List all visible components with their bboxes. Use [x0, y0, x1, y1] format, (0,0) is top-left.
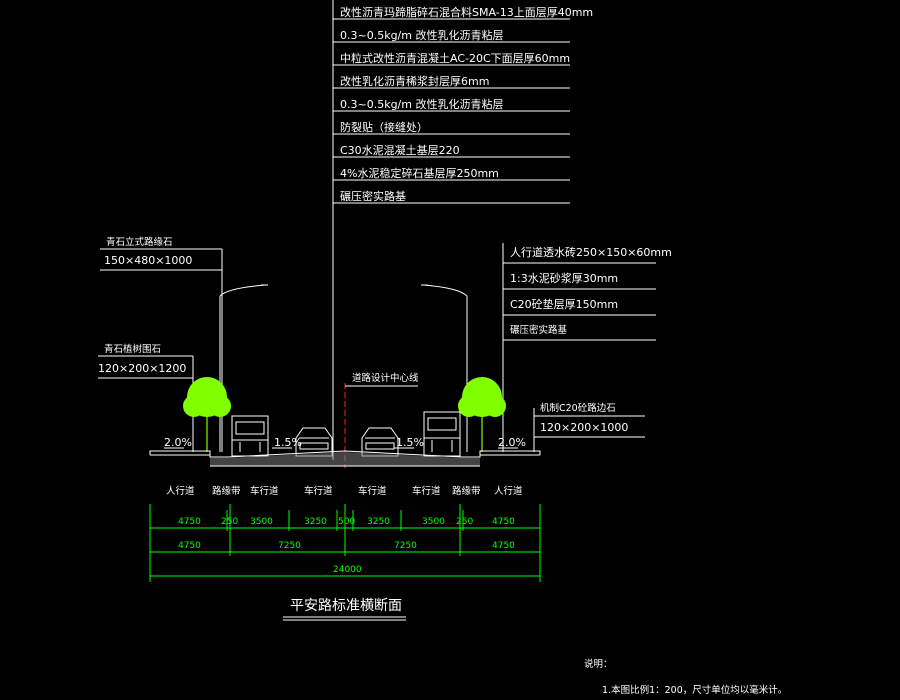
slope-right: 2.0% — [498, 436, 526, 449]
centerline-label: 道路设计中心线 — [352, 372, 419, 384]
edge-stone-size: 120×200×1000 — [540, 421, 628, 434]
sidewalk-layer-4: 碾压密实路基 — [510, 324, 568, 336]
note-1: 1.本图比例1：200，尺寸单位均以毫米计。 — [602, 684, 787, 696]
lane-name-4: 车行道 — [304, 485, 333, 497]
sidewalk-layer-3: C20砼垫层厚150mm — [510, 297, 618, 311]
slope-mid-left: 1.5% — [274, 436, 302, 449]
dim-row1-9: 4750 — [492, 517, 515, 527]
lane-name-6: 车行道 — [412, 485, 441, 497]
dim-row1-5: 500 — [338, 517, 355, 527]
pavement-layer-7: C30水泥混凝土基层220 — [340, 143, 460, 157]
pavement-layer-3: 中粒式改性沥青混凝土AC-20C下面层厚60mm — [340, 51, 570, 65]
lane-name-3: 车行道 — [250, 485, 279, 497]
left-callouts: 青石立式路缘石 150×480×1000 青石植树围石 120×200×1200 — [98, 236, 223, 452]
pavement-layer-9: 碾压密实路基 — [340, 189, 406, 203]
curb-title: 青石立式路缘石 — [106, 236, 173, 248]
notes-title: 说明： — [584, 658, 613, 670]
lane-names: 人行道 路缘带 车行道 车行道 车行道 车行道 路缘带 人行道 — [166, 485, 523, 497]
dim-row1-1: 4750 — [178, 517, 201, 527]
dim-row2-1: 4750 — [178, 541, 201, 551]
dim-row1-7: 3500 — [422, 517, 445, 527]
tree-right — [458, 377, 506, 452]
dim-row2-2: 7250 — [278, 541, 301, 551]
road-profile: 2.0% 1.5% 1.5% 2.0% — [149, 436, 541, 467]
planter-title: 青石植树围石 — [104, 343, 161, 355]
bus-right — [423, 411, 461, 457]
street-light-right — [421, 284, 468, 452]
sidewalk-layer-1: 人行道透水砖250×150×60mm — [510, 245, 672, 259]
street-light-left — [219, 284, 268, 452]
dim-row1-8: 250 — [456, 517, 473, 527]
edge-stone-title: 机制C20砼路边石 — [540, 402, 616, 414]
pavement-layer-8: 4%水泥稳定碎石基层厚250mm — [340, 166, 499, 180]
lane-name-7: 路缘带 — [452, 485, 481, 497]
dim-row1-3: 3500 — [250, 517, 273, 527]
dimension-lines: 4750 250 3500 3250 500 3250 3500 250 475… — [149, 504, 541, 582]
lane-name-2: 路缘带 — [212, 485, 241, 497]
curb-size: 150×480×1000 — [104, 254, 192, 267]
lane-name-5: 车行道 — [358, 485, 387, 497]
right-callouts: 人行道透水砖250×150×60mm 1:3水泥砂浆厚30mm C20砼垫层厚1… — [502, 243, 672, 452]
road-centerline: 道路设计中心线 — [344, 372, 419, 468]
sidewalk-layer-2: 1:3水泥砂浆厚30mm — [510, 271, 618, 285]
dim-row1-4: 3250 — [304, 517, 327, 527]
tree-left — [183, 377, 231, 452]
dim-total: 24000 — [333, 565, 362, 575]
car-right — [361, 427, 399, 457]
slope-mid-right: 1.5% — [396, 436, 424, 449]
pavement-layer-1: 改性沥青玛蹄脂碎石混合料SMA-13上面层厚40mm — [340, 5, 593, 19]
dim-row1-6: 3250 — [367, 517, 390, 527]
pavement-layer-6: 防裂贴（接缝处） — [340, 120, 428, 134]
pavement-layer-2: 0.3~0.5kg/m 改性乳化沥青粘层 — [340, 28, 503, 42]
pavement-layer-5: 0.3~0.5kg/m 改性乳化沥青粘层 — [340, 97, 503, 111]
notes-block: 说明： 1.本图比例1：200，尺寸单位均以毫米计。 — [584, 658, 787, 696]
planter-size: 120×200×1200 — [98, 362, 186, 375]
drawing-title: 平安路标准横断面 — [290, 598, 402, 614]
bus-left — [231, 415, 269, 457]
slope-left: 2.0% — [164, 436, 192, 449]
lane-name-1: 人行道 — [166, 485, 195, 497]
dim-row2-3: 7250 — [394, 541, 417, 551]
pavement-layer-4: 改性乳化沥青稀浆封层厚6mm — [340, 74, 489, 88]
drawing-title-block: 平安路标准横断面 — [283, 598, 406, 621]
dim-row1-2: 250 — [221, 517, 238, 527]
lane-name-8: 人行道 — [494, 485, 523, 497]
dim-row2-4: 4750 — [492, 541, 515, 551]
pavement-layer-callouts: 改性沥青玛蹄脂碎石混合料SMA-13上面层厚40mm 0.3~0.5kg/m 改… — [332, 0, 593, 460]
pavement-structure-fill — [210, 452, 480, 466]
